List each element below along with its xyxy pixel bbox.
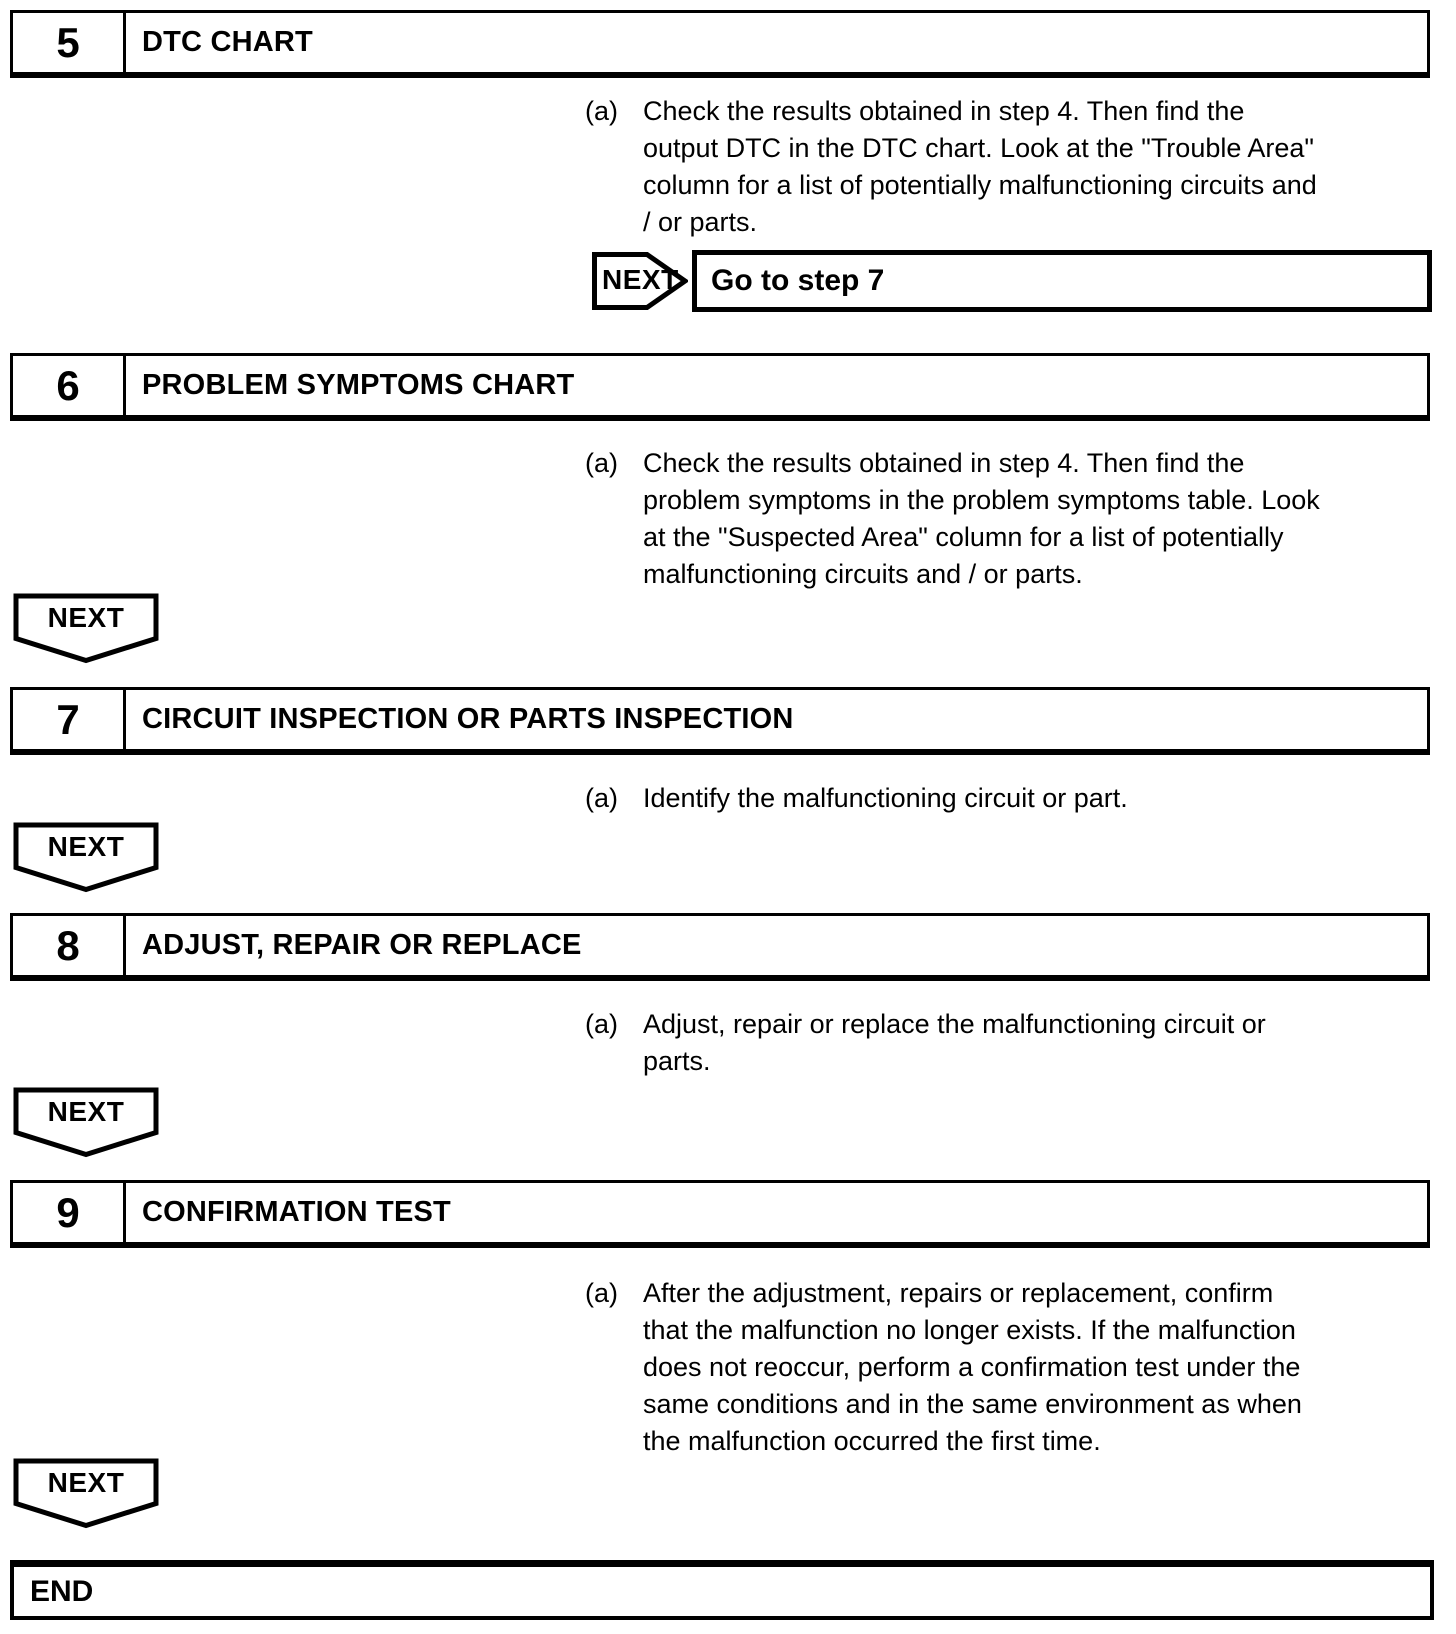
step-7-number: 7 — [13, 690, 126, 749]
end-label: END — [30, 1574, 94, 1608]
step-6-item-label: (a) — [585, 448, 618, 478]
next-down-arrow-shape — [13, 1458, 159, 1529]
step-9-item-label: (a) — [585, 1278, 618, 1308]
step-6-instruction: (a) Check the results obtained in step 4… — [585, 445, 1395, 593]
step-8-header: 8 ADJUST, REPAIR OR REPLACE — [10, 913, 1430, 981]
step-9-number: 9 — [13, 1183, 126, 1242]
next-label: NEXT — [47, 831, 125, 862]
step-6-header: 6 PROBLEM SYMPTOMS CHART — [10, 353, 1430, 421]
step-6-title: PROBLEM SYMPTOMS CHART — [142, 369, 575, 401]
step-9-item-text: After the adjustment, repairs or replace… — [643, 1278, 1302, 1456]
next-down-arrow-shape — [13, 822, 159, 893]
next-label: NEXT — [47, 602, 125, 633]
step-5-header: 5 DTC CHART — [10, 10, 1430, 78]
step-7-item-text: Identify the malfunctioning circuit or p… — [643, 783, 1128, 813]
next-down-arrow-shape — [13, 593, 159, 664]
step-8-item-text: Adjust, repair or replace the malfunctio… — [643, 1009, 1266, 1076]
next-right-arrow-shape — [592, 252, 688, 310]
step-8-item-label: (a) — [585, 1009, 618, 1039]
step-5-number: 5 — [13, 13, 126, 72]
next-label: NEXT — [47, 1096, 125, 1127]
step-9-header: 9 CONFIRMATION TEST — [10, 1180, 1430, 1248]
next-arrow-right: NEXT — [592, 252, 688, 310]
step-7-header: 7 CIRCUIT INSPECTION OR PARTS INSPECTION — [10, 687, 1430, 755]
end-box: END — [10, 1560, 1434, 1620]
next-label: NEXT — [602, 264, 679, 295]
goto-step-box: Go to step 7 — [692, 250, 1432, 312]
step-8-number: 8 — [13, 916, 126, 975]
next-label: NEXT — [47, 1467, 125, 1498]
next-arrow-down-1: NEXT — [13, 593, 159, 664]
step-9-title: CONFIRMATION TEST — [142, 1196, 451, 1228]
next-arrow-down-3: NEXT — [13, 1087, 159, 1158]
next-down-arrow-shape — [13, 1087, 159, 1158]
step-6-number: 6 — [13, 356, 126, 415]
step-5-item-label: (a) — [585, 96, 618, 126]
step-5-title: DTC CHART — [142, 26, 313, 58]
step-9-instruction: (a) After the adjustment, repairs or rep… — [585, 1275, 1395, 1460]
step-7-item-label: (a) — [585, 783, 618, 813]
step-7-instruction: (a) Identify the malfunctioning circuit … — [585, 780, 1395, 817]
step-5-item-text: Check the results obtained in step 4. Th… — [643, 96, 1317, 237]
step-8-title: ADJUST, REPAIR OR REPLACE — [142, 929, 582, 961]
goto-step-text: Go to step 7 — [711, 264, 885, 297]
step-6-item-text: Check the results obtained in step 4. Th… — [643, 448, 1320, 589]
step-7-title: CIRCUIT INSPECTION OR PARTS INSPECTION — [142, 703, 794, 735]
step-8-instruction: (a) Adjust, repair or replace the malfun… — [585, 1006, 1395, 1080]
next-arrow-down-4: NEXT — [13, 1458, 159, 1529]
next-arrow-down-2: NEXT — [13, 822, 159, 893]
step-5-instruction: (a) Check the results obtained in step 4… — [585, 93, 1395, 241]
